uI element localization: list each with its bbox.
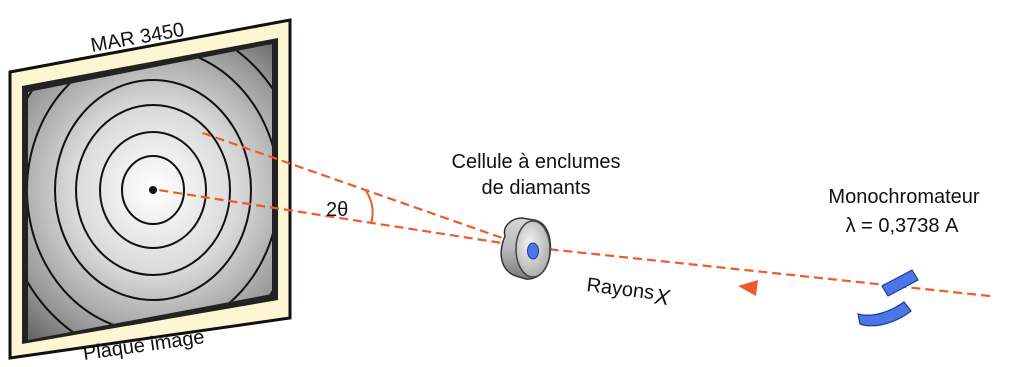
diamond-window: [527, 242, 539, 260]
diffraction-ring: [121, 155, 185, 225]
incident-beam: [527, 245, 991, 298]
monochromator-crystal-lower: [857, 301, 912, 327]
wavelength-label: λ = 0,3738 A: [846, 215, 960, 237]
xray-beam-label: Rayons X: [585, 274, 672, 310]
xray-beam-label-italic: X: [652, 283, 672, 310]
diffraction-ring: [75, 104, 231, 276]
diffracted-beam: [199, 130, 529, 249]
cell-label-line2: de diamants: [482, 177, 591, 199]
beam-direction-arrow: [738, 280, 758, 296]
diffraction-ring: [99, 131, 207, 249]
diffraction-ring: [54, 79, 252, 301]
angle-arc: [365, 190, 374, 225]
direct-beam: [157, 188, 529, 249]
monochromator-label: Monochromateur: [828, 186, 980, 208]
beam-center-spot: [149, 186, 157, 194]
monochromator: Monochromateur λ = 0,3738 A: [828, 186, 980, 327]
cell-label-line1: Cellule à enclumes: [452, 151, 621, 173]
xray-beam-label-main: Rayons: [585, 274, 655, 304]
monochromator-crystal-upper: [881, 269, 919, 297]
two-theta-label: 2θ: [326, 199, 348, 221]
beam-paths: [157, 130, 991, 298]
diamond-anvil-cell: Cellule à enclumes de diamants: [452, 151, 621, 280]
image-plate-detector: MAR 3450 Plaque image: [8, 18, 292, 365]
